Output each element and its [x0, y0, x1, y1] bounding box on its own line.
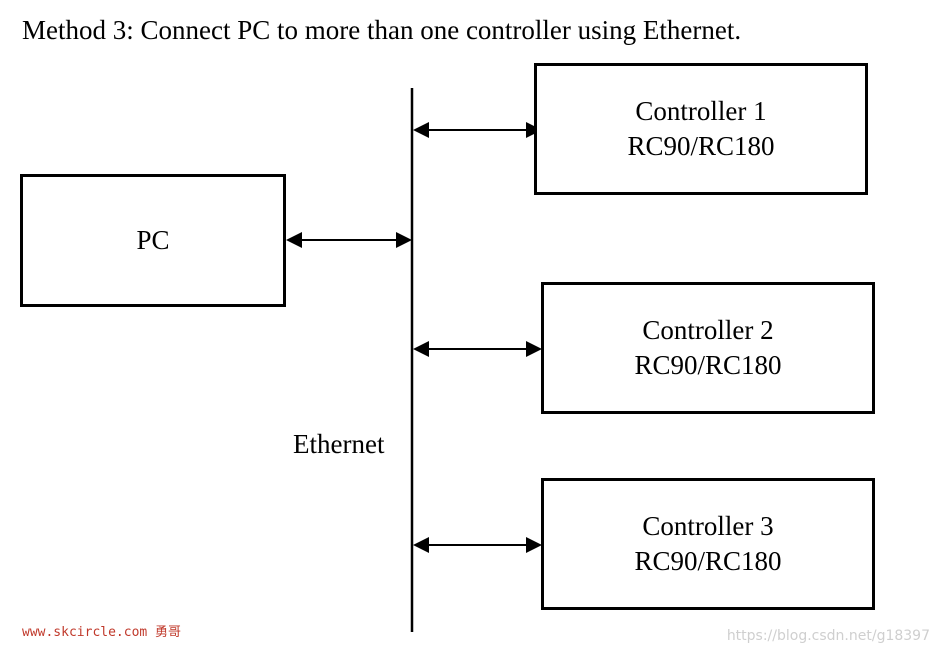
- pc-node: PC: [20, 174, 286, 307]
- controller-2-model: RC90/RC180: [634, 350, 782, 380]
- watermark-left: www.skcircle.com 勇哥: [22, 625, 182, 640]
- controller-1-name: Controller 1: [635, 96, 767, 126]
- watermark-right: https://blog.csdn.net/g18397: [726, 628, 930, 644]
- controller-2-link-arrow: [413, 341, 542, 357]
- controller-2-name: Controller 2: [642, 315, 774, 345]
- controller-1-node: Controller 1 RC90/RC180: [534, 63, 868, 195]
- controller-3-link-arrow: [413, 537, 542, 553]
- ethernet-label: Ethernet: [293, 429, 385, 459]
- diagram-title: Method 3: Connect PC to more than one co…: [22, 15, 742, 45]
- controller-3-node: Controller 3 RC90/RC180: [541, 478, 875, 610]
- controller-2-node: Controller 2 RC90/RC180: [541, 282, 875, 414]
- pc-label: PC: [136, 225, 170, 255]
- controller-3-name: Controller 3: [642, 511, 774, 541]
- controller-3-model: RC90/RC180: [634, 546, 782, 576]
- controller-1-model: RC90/RC180: [627, 131, 775, 161]
- controller-1-link-arrow: [413, 122, 542, 138]
- pc-link-arrow: [286, 232, 412, 248]
